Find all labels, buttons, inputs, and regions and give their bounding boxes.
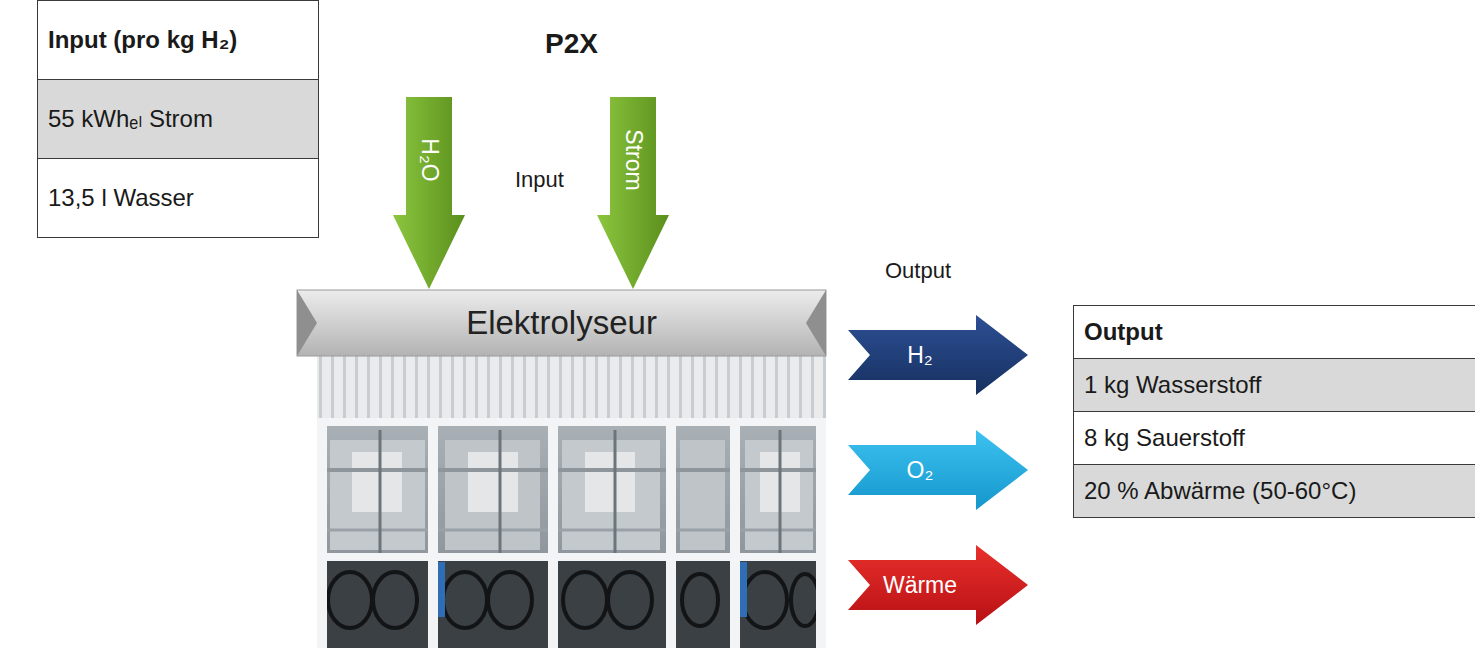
arrow-label: H₂ bbox=[907, 342, 933, 369]
table-cell: 8 kg Sauerstoff bbox=[1073, 411, 1475, 465]
arrow-label: Strom bbox=[620, 129, 647, 190]
table-header-cell: Input (pro kg H₂) bbox=[37, 0, 319, 80]
table-cell: 1 kg Wasserstoff bbox=[1073, 358, 1475, 412]
output-arrow: Wärme bbox=[848, 545, 1028, 625]
arrow-label: H₂O bbox=[416, 138, 443, 181]
input-arrow: H₂O bbox=[393, 97, 465, 289]
table-cell: 13,5 l Wasser bbox=[37, 158, 319, 238]
electrolyser-bar: Elektrolyseur bbox=[297, 290, 826, 356]
arrow-label: Wärme bbox=[883, 572, 957, 599]
arrow-label: O₂ bbox=[907, 457, 934, 484]
table-text: 13,5 l Wasser bbox=[48, 184, 194, 212]
input-arrow: Strom bbox=[597, 97, 669, 289]
arrow-shape bbox=[848, 315, 1028, 395]
arrow-shape bbox=[597, 97, 669, 289]
container-photo bbox=[317, 356, 826, 648]
output-arrow: H₂ bbox=[848, 315, 1028, 395]
table-text: 55 kWhₑₗ Strom bbox=[48, 105, 213, 133]
arrow-shape bbox=[848, 430, 1028, 510]
arrow-shape bbox=[393, 97, 465, 289]
table-header-cell: Output bbox=[1073, 305, 1475, 359]
flow-label: Input bbox=[515, 167, 564, 193]
table-cell: 55 kWhₑₗ Strom bbox=[37, 79, 319, 159]
output-arrow: O₂ bbox=[848, 430, 1028, 510]
table-text: 8 kg Sauerstoff bbox=[1084, 424, 1245, 452]
box-title: Elektrolyseur bbox=[466, 304, 657, 342]
table-text: Input (pro kg H₂) bbox=[48, 26, 237, 54]
table-text: 1 kg Wasserstoff bbox=[1084, 371, 1261, 399]
diagram-title: P2X bbox=[545, 28, 598, 60]
table-text: 20 % Abwärme (50-60°C) bbox=[1084, 477, 1356, 505]
flow-label: Output bbox=[885, 258, 951, 284]
table-cell: 20 % Abwärme (50-60°C) bbox=[1073, 464, 1475, 518]
table-text: Output bbox=[1084, 318, 1163, 346]
